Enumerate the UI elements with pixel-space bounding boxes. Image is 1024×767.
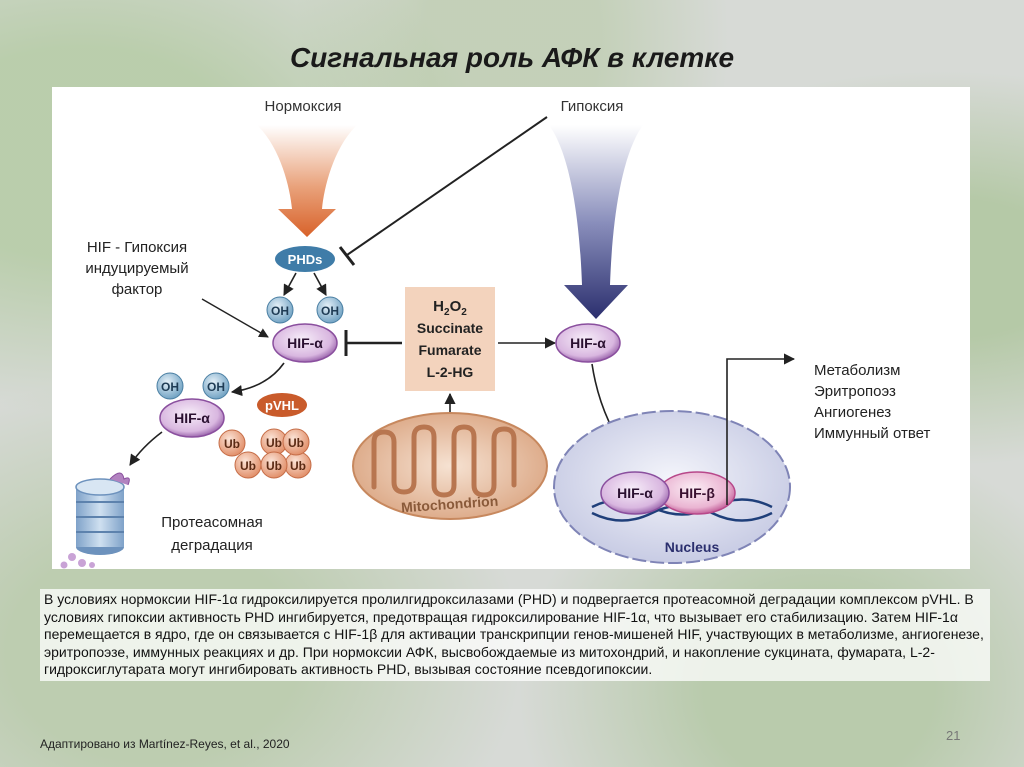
ub-circle [282, 428, 310, 456]
ros-box [405, 287, 495, 391]
phds-label: PHDs [288, 252, 323, 267]
hif-to-degradation-arrow [230, 362, 285, 397]
hif-note-line-1: HIF - Гипоксия [87, 239, 187, 256]
hif-note-line-2: индуцируемый [85, 260, 188, 277]
ros-fumarate: Fumarate [418, 342, 481, 358]
hif-note-pointer [201, 298, 269, 338]
citation: Адаптировано из Martínez-Reyes, et al., … [40, 737, 290, 751]
oh-circle [156, 372, 184, 400]
pvhl-oval [257, 393, 307, 417]
hif-alpha-degraded-oval [159, 398, 225, 438]
normoxia-arrow [257, 125, 357, 237]
oh-circle [202, 372, 230, 400]
hif-alpha-oval [272, 323, 338, 363]
hif-alpha-label: HIF-α [287, 335, 323, 351]
target-erythropoiesis: Эритропоэз [814, 383, 896, 400]
hif-note-line-3: фактор [112, 281, 163, 298]
ros-h2o2: H2O2 [433, 298, 467, 318]
proteasome-icon [60, 472, 130, 569]
hypoxia-inhibit-line [346, 116, 548, 256]
hypoxia-inhibit-bar [338, 246, 356, 266]
oh-label: OH [271, 304, 289, 318]
ros-succinate: Succinate [417, 320, 483, 336]
hif-alpha-stable-label: HIF-α [570, 335, 606, 351]
hif-alpha-nuclear-label: HIF-α [617, 485, 653, 501]
diagram-canvas: Нормоксия Гипоксия PHDs OH OH HIF-α HIF … [60, 98, 930, 569]
hif-beta-label: HIF-β [679, 485, 715, 501]
transcription-arrow [726, 353, 796, 505]
phds-oval [275, 246, 335, 272]
mitochondrion-label: Mitochondrion [401, 493, 499, 516]
ub-label: Ub [224, 437, 240, 451]
hypoxia-label: Гипоксия [561, 98, 624, 115]
hif-signaling-diagram: Нормоксия Гипоксия PHDs OH OH HIF-α HIF … [52, 87, 970, 569]
ub-label: Ub [266, 436, 282, 450]
proteasome-label-line-2: деградация [171, 537, 252, 554]
hif-alpha-nuclear-oval [600, 471, 670, 515]
normoxia-label: Нормоксия [265, 98, 342, 115]
page-number: 21 [946, 728, 961, 743]
oh-circle [316, 296, 344, 324]
ros-l2hg: L-2-HG [427, 364, 474, 380]
oh-label: OH [161, 380, 179, 394]
hif-alpha-stable-oval [555, 323, 621, 363]
to-proteasome-arrow [129, 431, 163, 466]
target-immune-response: Иммунный ответ [814, 425, 930, 442]
oh-circle [266, 296, 294, 324]
ub-label: Ub [290, 459, 306, 473]
phds-to-oh-left-arrow [283, 272, 297, 296]
target-angiogenesis: Ангиогенез [814, 404, 891, 421]
oh-label: OH [321, 304, 339, 318]
ub-circle [218, 429, 246, 457]
pvhl-label: pVHL [265, 398, 299, 413]
mitochondrion-cristae [371, 424, 517, 498]
ub-label: Ub [266, 459, 282, 473]
nucleus-label: Nucleus [665, 539, 720, 555]
slide-title: Сигнальная роль АФК в клетке [289, 42, 735, 73]
phds-to-oh-right-arrow [313, 272, 327, 296]
ub-label: Ub [288, 436, 304, 450]
hif-alpha-degraded-label: HIF-α [174, 410, 210, 426]
ub-label: Ub [240, 459, 256, 473]
hypoxia-arrow [549, 125, 643, 319]
target-metabolism: Метаболизм [814, 362, 900, 379]
ub-circle [260, 451, 288, 479]
description-text: В условиях нормоксии HIF-1α гидроксилиру… [40, 589, 990, 681]
oh-label: OH [207, 380, 225, 394]
proteasome-label-line-1: Протеасомная [161, 514, 263, 531]
